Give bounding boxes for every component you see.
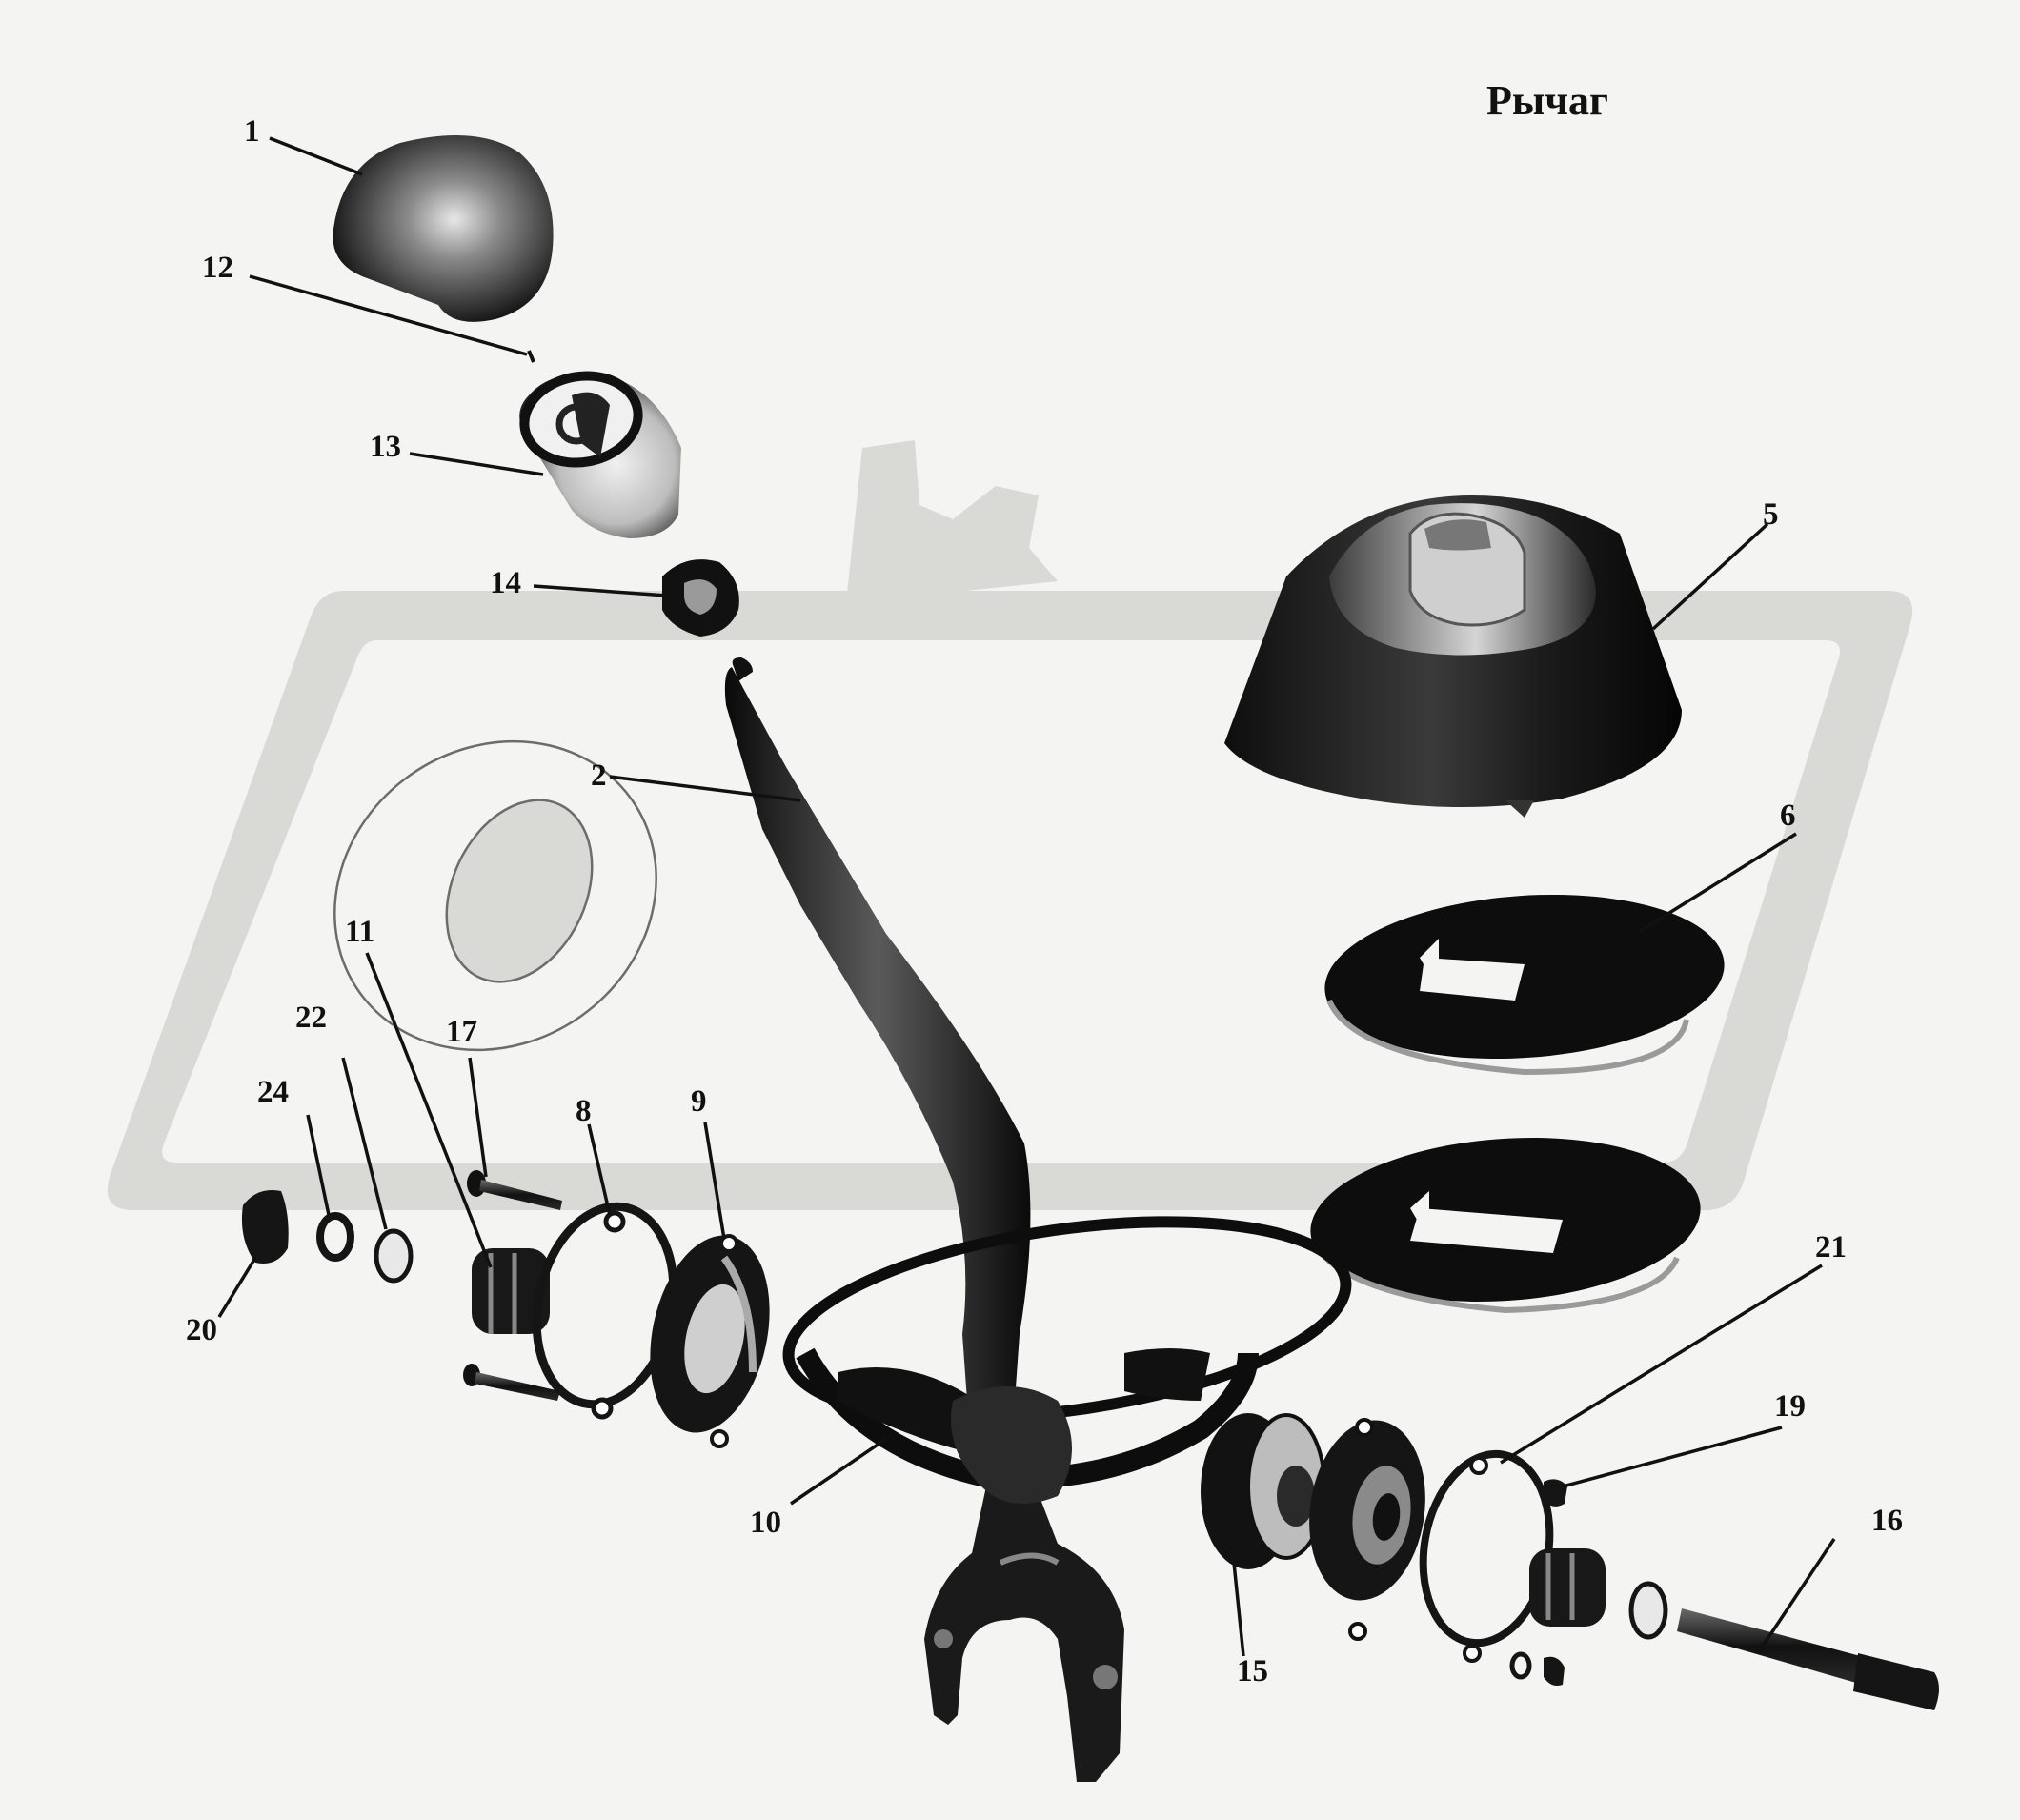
boot-part [1224,495,1682,818]
seal-disc-part [1324,894,1725,1076]
page-title: Рычаг [1486,77,1609,124]
callout-16: 16 [1871,1504,1903,1538]
callout-1: 1 [244,114,260,149]
seal-disc-lower-part [1310,1138,1701,1314]
callout-2: 2 [591,758,607,793]
callout-8: 8 [576,1094,592,1128]
washer-right-part [1628,1581,1668,1640]
housing-plate-part [650,1234,770,1448]
callout-9: 9 [691,1084,707,1119]
callout-10: 10 [750,1506,781,1540]
callout-17: 17 [446,1015,477,1049]
callout-11: 11 [345,915,375,949]
knob-insert-part [519,371,681,538]
long-bolt-part [1677,1608,1939,1710]
callout-15: 15 [1237,1654,1268,1689]
washer-part-22 [374,1228,414,1284]
callout-14: 14 [490,566,521,600]
watermark-logo [107,440,1913,1210]
pin-part [527,350,535,363]
nut-part-20 [241,1190,289,1264]
callout-19: 19 [1774,1389,1806,1424]
bolt-part [463,1170,562,1401]
callout-5: 5 [1763,497,1779,532]
lever-cup-part [782,1216,1352,1504]
bearing-part [1201,1413,1425,1641]
knob-part [333,135,554,322]
callout-21: 21 [1815,1230,1847,1264]
callout-13: 13 [370,430,401,464]
leader-lines [217,136,1836,1657]
callout-6: 6 [1780,799,1796,833]
callout-20: 20 [186,1313,217,1347]
nut-part-14 [662,559,739,637]
bushing-right-part [1529,1548,1606,1627]
callout-22: 22 [295,1001,327,1035]
lever-part [724,657,1124,1782]
bushing-part [472,1248,550,1334]
small-nut-part [1509,1479,1567,1686]
callout-24: 24 [257,1075,289,1109]
callout-12: 12 [202,251,233,285]
spring-washer-part [316,1212,354,1262]
